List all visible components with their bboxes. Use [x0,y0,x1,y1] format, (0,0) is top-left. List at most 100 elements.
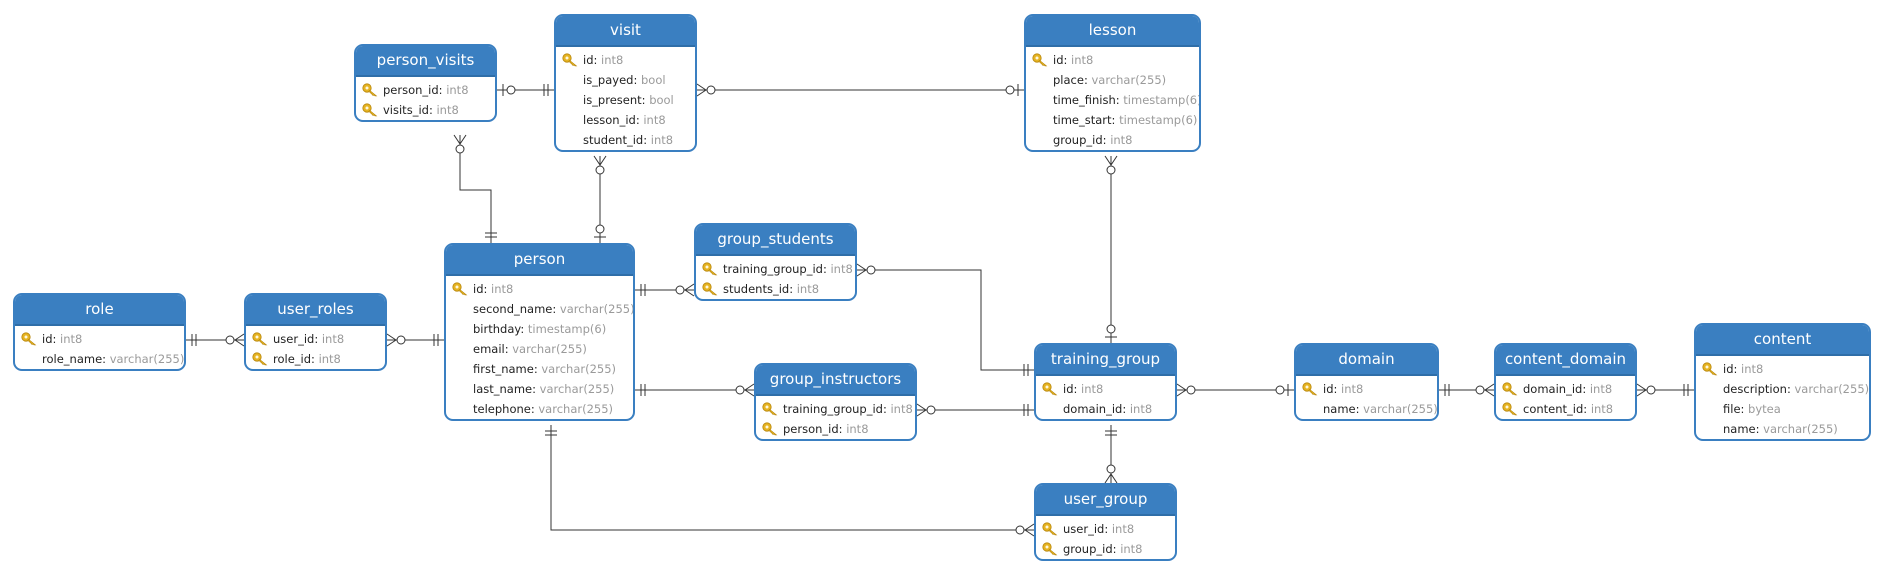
field-name: time_finish [1053,93,1116,107]
field-row[interactable]: training_group_id: int8 [696,259,855,279]
field-type: int8 [1741,362,1764,376]
field-separator: : [1583,402,1591,416]
cardinality-circle [506,85,516,95]
field-row[interactable]: id: int8 [15,329,184,349]
field-separator: : [428,103,437,117]
field-row[interactable]: name: varchar(255) [1696,419,1869,439]
field-row[interactable]: visits_id: int8 [356,100,495,120]
field-row[interactable]: user_id: int8 [246,329,385,349]
primary-key-icon [1042,382,1058,396]
field-row[interactable]: person_id: int8 [756,419,915,439]
crow-foot [696,83,707,91]
field-row[interactable]: id: int8 [446,279,633,299]
field-row[interactable]: domain_id: int8 [1496,379,1635,399]
field-row[interactable]: place: varchar(255) [1026,70,1199,90]
relationship-person-visits-to-visit [497,84,554,96]
relationship-person-to-group-instructors [635,383,755,397]
field-row[interactable]: lesson_id: int8 [556,110,695,130]
crow-foot [459,134,467,145]
field-separator: : [1786,382,1795,396]
field-label: group_id: int8 [1063,539,1143,559]
field-row[interactable]: email: varchar(255) [446,339,633,359]
field-separator: : [532,382,540,396]
field-row[interactable]: time_finish: timestamp(6) [1026,90,1199,110]
field-row[interactable]: user_id: int8 [1036,519,1175,539]
field-row[interactable]: training_group_id: int8 [756,399,915,419]
field-row[interactable]: file: bytea [1696,399,1869,419]
field-row[interactable]: birthday: timestamp(6) [446,319,633,339]
field-separator: : [1355,402,1364,416]
field-row[interactable]: id: int8 [1296,379,1437,399]
field-type: timestamp(6) [1123,93,1201,107]
field-row[interactable]: second_name: varchar(255) [446,299,633,319]
field-label: person_id: int8 [783,419,869,439]
field-separator: : [1073,382,1082,396]
field-label: lesson_id: int8 [583,110,666,130]
field-row[interactable]: role_id: int8 [246,349,385,369]
field-row[interactable]: group_id: int8 [1026,130,1199,150]
field-row[interactable]: name: varchar(255) [1296,399,1437,419]
entity-title: person [446,245,633,276]
field-separator: : [552,302,560,316]
crow-foot [744,383,755,391]
field-name: user_id [1063,522,1105,536]
primary-key-icon [1502,382,1518,396]
field-row[interactable]: role_name: varchar(255) [15,349,184,369]
field-row[interactable]: id: int8 [1696,359,1869,379]
field-row[interactable]: id: int8 [1026,50,1199,70]
relationship-person-visits-to-person [453,134,497,243]
field-row[interactable]: id: int8 [556,50,695,70]
field-row[interactable]: student_id: int8 [556,130,695,150]
cardinality-circle [455,144,465,154]
field-separator: : [52,332,61,346]
field-name: is_present [583,93,642,107]
field-separator: : [822,262,831,276]
field-row[interactable]: content_id: int8 [1496,399,1635,419]
crow-foot [453,134,461,145]
field-name: place [1053,73,1084,87]
field-row[interactable]: domain_id: int8 [1036,399,1175,419]
field-row[interactable]: is_present: bool [556,90,695,110]
crow-foot [234,339,245,347]
entity-title: user_group [1036,485,1175,516]
field-name: second_name [473,302,553,316]
field-label: description: varchar(255) [1723,379,1869,399]
primary-key-icon [1302,382,1318,396]
field-row[interactable]: students_id: int8 [696,279,855,299]
relationship-training-group-to-user-group [1104,425,1118,484]
field-row[interactable]: telephone: varchar(255) [446,399,633,419]
crow-foot [684,289,695,297]
field-name: training_group_id [723,262,823,276]
field-row[interactable]: id: int8 [1036,379,1175,399]
field-row[interactable]: last_name: varchar(255) [446,379,633,399]
field-row[interactable]: first_name: varchar(255) [446,359,633,379]
field-row[interactable]: group_id: int8 [1036,539,1175,559]
field-row[interactable]: description: varchar(255) [1696,379,1869,399]
field-type: int8 [796,282,820,296]
field-row[interactable]: time_start: timestamp(6) [1026,110,1199,130]
field-label: time_start: timestamp(6) [1053,110,1197,130]
field-name: user_id [273,332,315,346]
field-row[interactable]: is_payed: bool [556,70,695,90]
field-label: visits_id: int8 [383,100,459,120]
field-type: varchar(255) [1794,382,1870,396]
field-row[interactable]: person_id: int8 [356,80,495,100]
field-label: place: varchar(255) [1053,70,1166,90]
primary-key-icon [1042,522,1058,536]
